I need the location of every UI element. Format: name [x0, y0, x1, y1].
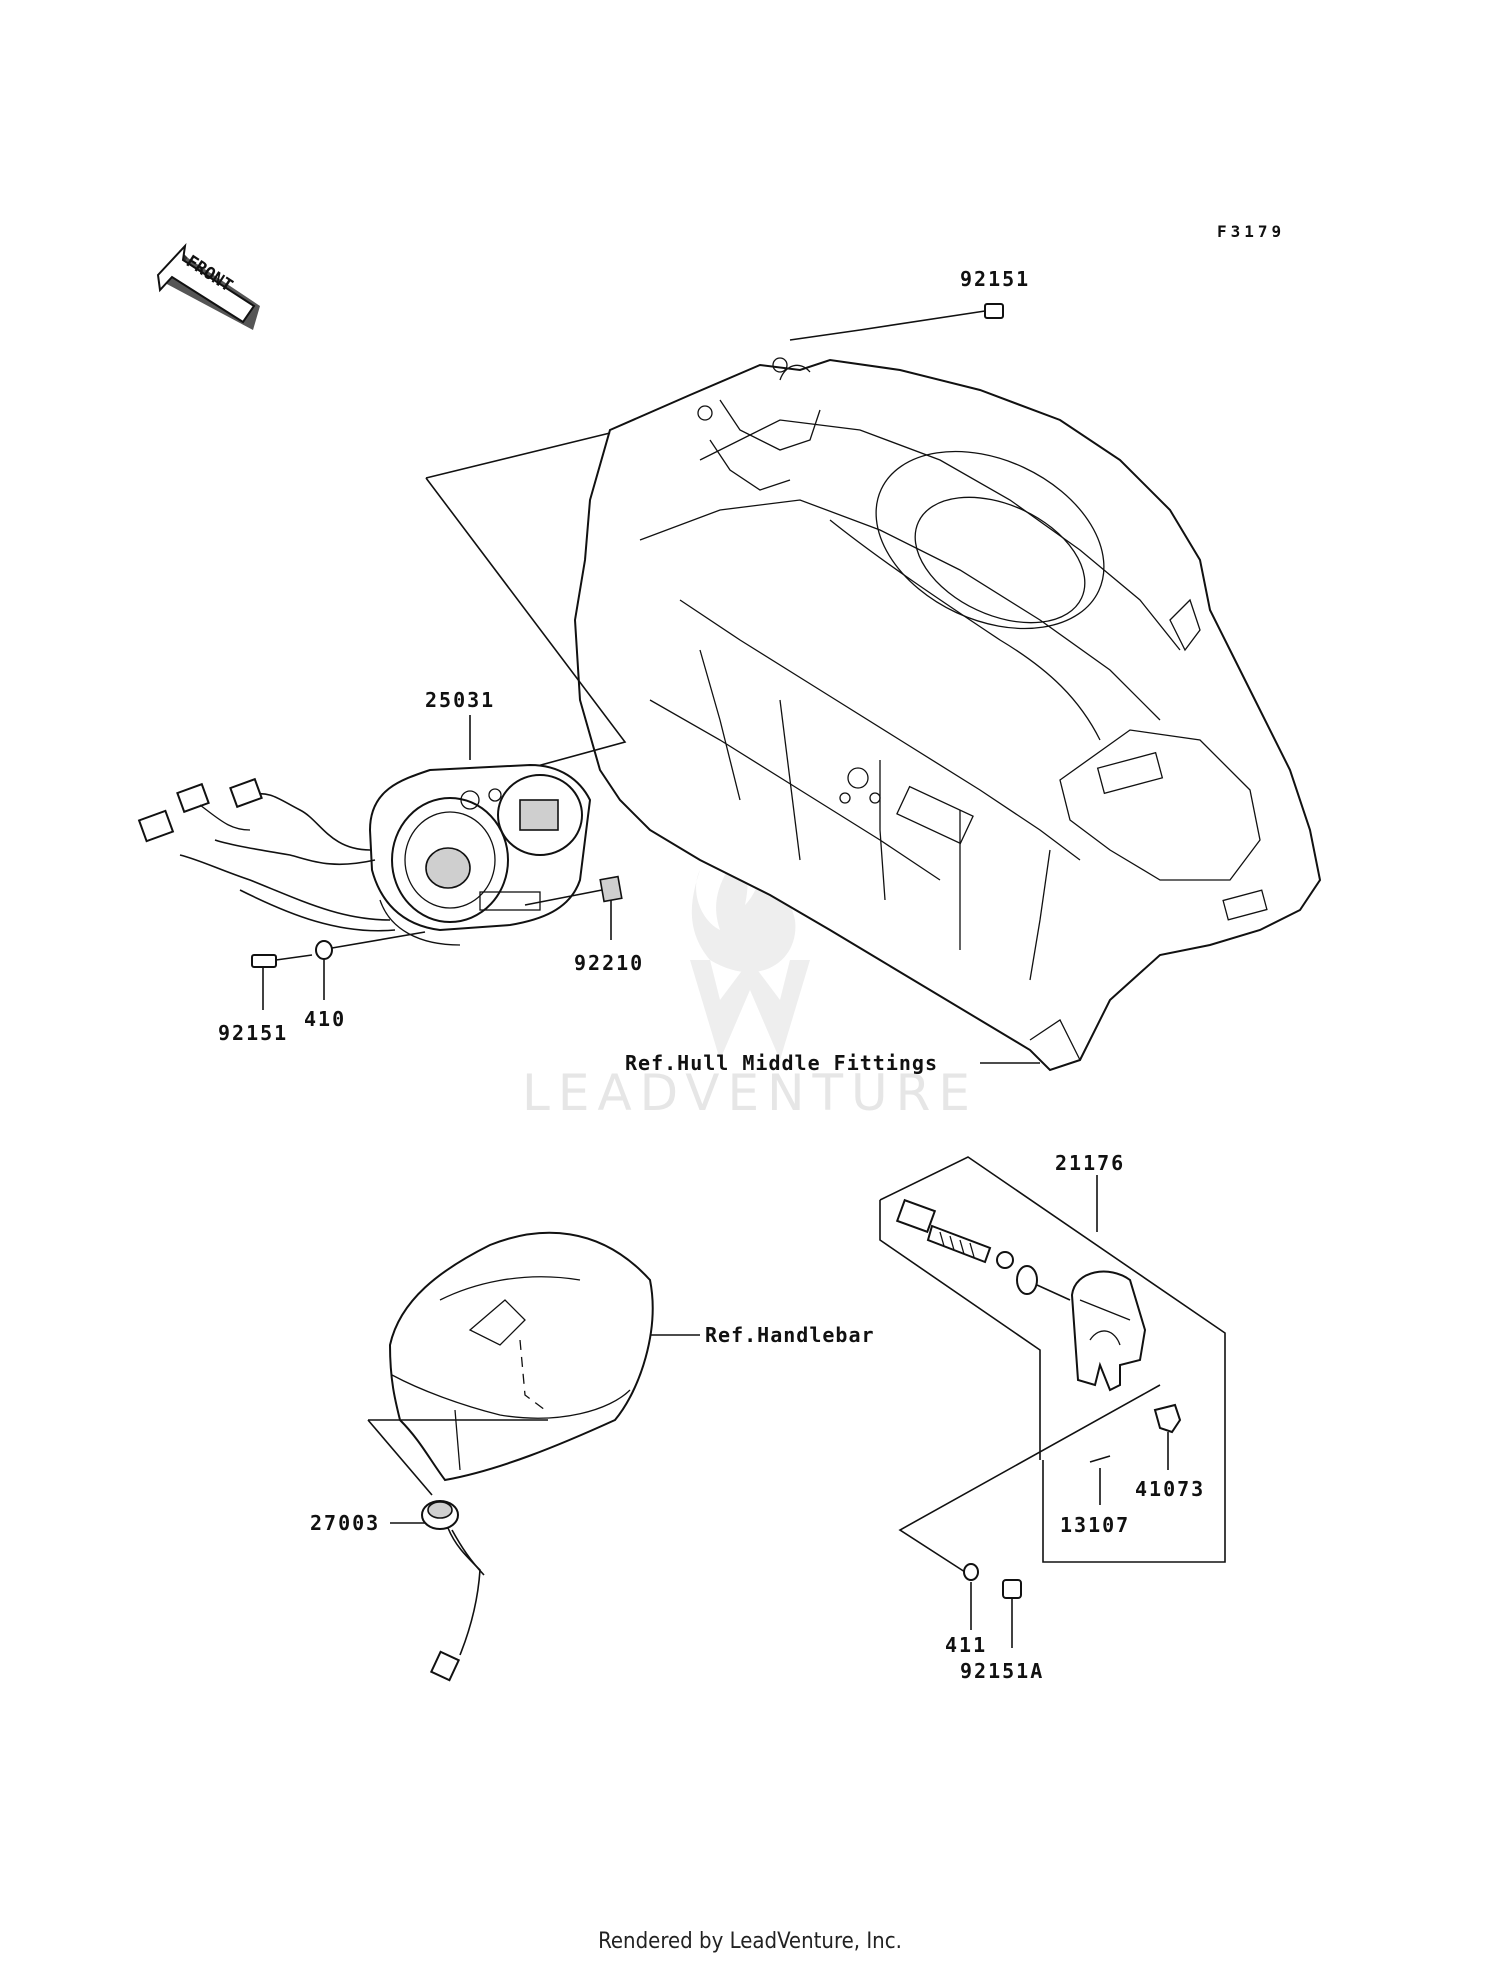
bolt-92151-left: 92151 — [218, 954, 313, 1045]
switch-assembly-21176: 21176 13107 41073 — [879, 1151, 1226, 1573]
label-13107: 13107 — [1060, 1513, 1130, 1537]
washer-411: 411 — [945, 1563, 987, 1657]
figure-code: F3179 — [1217, 222, 1285, 241]
grommet-92210: 92210 — [524, 875, 644, 975]
label-411: 411 — [945, 1633, 987, 1657]
ref-hull-text: Ref.Hull Middle Fittings — [625, 1051, 938, 1075]
switch-button-27003: 27003 — [310, 1419, 548, 1682]
hull-middle-fitting — [573, 357, 1322, 1072]
bolt-92151-top: 92151 — [789, 267, 1030, 341]
leader-hull-meter — [425, 477, 627, 769]
meter-assembly-25031: 25031 — [137, 688, 592, 946]
label-92210: 92210 — [574, 951, 644, 975]
label-92151a: 92151A — [960, 1659, 1044, 1683]
footer-credit: Rendered by LeadVenture, Inc. — [598, 1929, 902, 1954]
label-92151-left: 92151 — [218, 1021, 288, 1045]
label-92151-top: 92151 — [960, 267, 1030, 291]
ref-hull: Ref.Hull Middle Fittings — [625, 1051, 1040, 1075]
watermark-text: LEADVENTURE — [522, 1064, 978, 1122]
label-21176: 21176 — [1055, 1151, 1125, 1175]
label-27003: 27003 — [310, 1511, 380, 1535]
label-410: 410 — [304, 1007, 346, 1031]
ref-handlebar-text: Ref.Handlebar — [705, 1323, 875, 1347]
handlebar-cover: Ref.Handlebar — [388, 1231, 875, 1482]
bolt-92151a: 92151A — [960, 1579, 1044, 1683]
leader-hull-top — [425, 432, 611, 479]
front-arrow-icon: FRONT — [156, 242, 260, 330]
washer-410: 410 — [304, 931, 426, 1031]
label-25031: 25031 — [425, 688, 495, 712]
label-41073: 41073 — [1135, 1477, 1205, 1501]
